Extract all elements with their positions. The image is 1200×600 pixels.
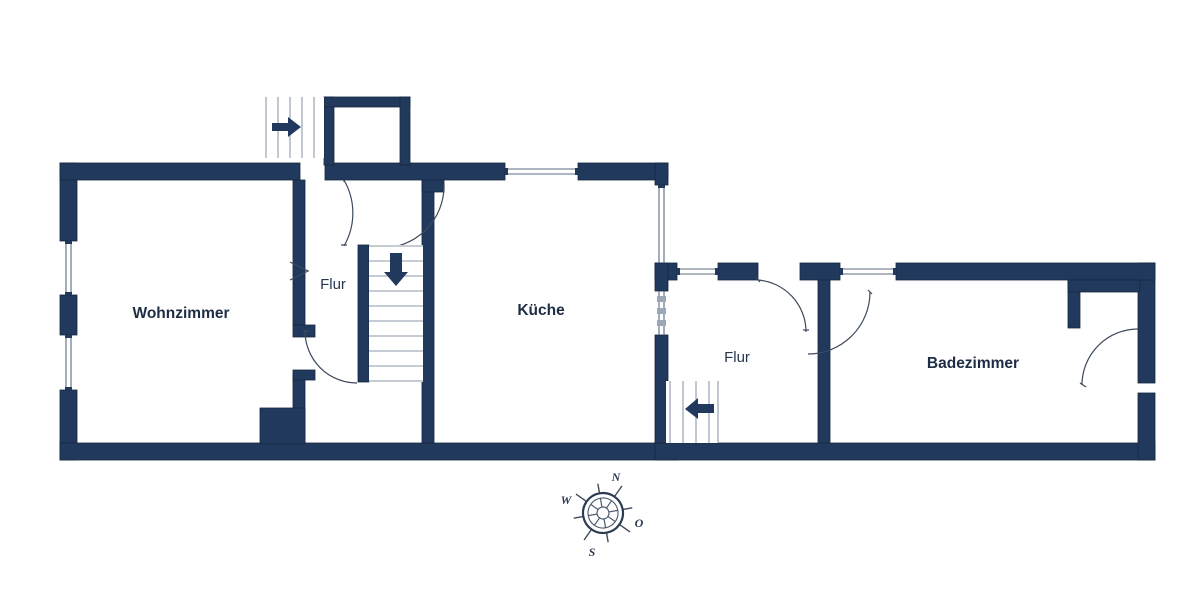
wall-exterior-bottom-left: [59, 442, 679, 461]
room-label-badezimmer: Badezimmer: [927, 355, 1019, 372]
wall-partition-flur-kueche: [421, 179, 435, 444]
compass-outer-ring: [581, 491, 625, 535]
wall-landing-right: [399, 96, 411, 166]
door-wohnzimmer: [303, 330, 358, 384]
window-left-lower: [65, 335, 72, 390]
compass-label-east: O: [635, 516, 644, 530]
room-label-flur-right: Flur: [724, 349, 750, 366]
wall-right-wing-top-d: [895, 262, 1156, 281]
door-flur-to-kueche: [381, 184, 445, 249]
window-flur-top-b: [840, 268, 896, 275]
stair-bottom-right: [666, 381, 719, 443]
compass-rose: N O S W: [561, 470, 644, 559]
room-label-flur-left: Flur: [320, 276, 346, 293]
stair-center: [369, 245, 423, 382]
window-kueche-right-lower: [657, 291, 666, 335]
wall-exterior-right-bottom: [1137, 392, 1156, 461]
wall-exterior-left-mid-pier: [59, 294, 78, 336]
window-kueche-top: [505, 168, 578, 175]
door-tick-flur-left: [289, 261, 310, 281]
window-flur-top-a: [677, 268, 718, 275]
wall-partition-wohnzimmer-flur-upper: [292, 179, 306, 326]
stair-arrow-left-icon: [685, 398, 714, 419]
compass-label-south: S: [589, 545, 596, 559]
door-flur-rechts: [755, 277, 809, 333]
door-landing-to-flur: [341, 179, 354, 247]
stair-arrow-down-icon: [384, 253, 408, 286]
window-kueche-right: [658, 185, 665, 263]
walls-group: [59, 96, 1156, 461]
stair-top-left: [265, 97, 324, 158]
wall-jamb-kueche-door: [421, 179, 445, 193]
wall-exterior-bottom-right: [654, 442, 1156, 461]
wall-landing-top: [323, 96, 411, 108]
wall-partition-kueche-right-upper: [654, 162, 669, 186]
wall-jamb-wohnzimmer-door-low: [292, 369, 316, 381]
window-left-upper: [65, 241, 72, 295]
wall-right-wing-top-c: [799, 262, 841, 281]
wall-exterior-top-landing-right: [324, 162, 506, 181]
compass-hub: [596, 506, 610, 520]
wall-partition-flur-badezimmer: [817, 279, 831, 444]
room-label-kueche: Küche: [517, 302, 565, 319]
wall-stair-center-left: [357, 244, 370, 383]
doors-group: [289, 179, 1139, 388]
wall-exterior-top-left: [59, 162, 301, 181]
wall-right-wing-top-b: [717, 262, 759, 281]
wall-alcove-inner-top: [1067, 279, 1141, 293]
wall-pier-wohnzimmer-bottom: [259, 407, 306, 445]
wall-exterior-right-top: [1137, 262, 1156, 384]
windows-group: [65, 168, 896, 390]
compass-label-west: W: [561, 493, 573, 507]
door-badezimmer-from-flur: [807, 289, 873, 355]
compass-label-north: N: [611, 470, 622, 484]
compass-mid-ring: [587, 497, 619, 529]
wall-partition-kueche-right-mid: [654, 262, 669, 292]
stair-arrow-right-icon: [272, 117, 301, 137]
room-label-wohnzimmer: Wohnzimmer: [132, 305, 229, 322]
door-badezimmer-right: [1079, 328, 1139, 388]
wall-exterior-top-kitchen-right: [577, 162, 669, 181]
